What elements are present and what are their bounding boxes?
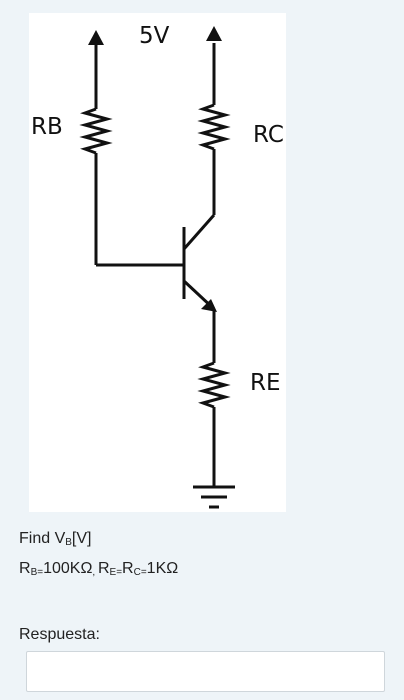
rb-value: 100KΩ — [43, 560, 93, 577]
find-suffix: [V] — [71, 530, 92, 547]
rc-supply-arrow-icon — [206, 26, 222, 41]
question-find-line: Find VB[V] — [19, 528, 178, 558]
rb-supply-arrow-icon — [88, 30, 104, 45]
re-subscript: E= — [109, 567, 123, 578]
answer-label: Respuesta: — [19, 626, 100, 643]
rb-resistor — [79, 107, 113, 155]
question-text: Find VB[V] RB=100KΩ, RE=RC=1KΩ — [19, 528, 178, 588]
supply-label: 5V — [139, 23, 170, 49]
rc-resistor — [197, 103, 231, 151]
answer-input[interactable] — [26, 651, 385, 692]
rb-label: RB — [31, 114, 63, 140]
find-prefix: Find V — [19, 530, 66, 547]
rc-label: RC — [253, 122, 284, 148]
circuit-svg: 5V RB RC RE — [31, 23, 284, 509]
re-main: R — [97, 560, 110, 577]
question-values-line: RB=100KΩ, RE=RC=1KΩ — [19, 558, 178, 588]
emitter-arrow-icon — [201, 299, 217, 312]
rb-subscript: B= — [30, 567, 44, 578]
re-resistor — [197, 361, 231, 409]
collector-lead — [182, 214, 216, 250]
rc-value: 1KΩ — [146, 560, 179, 577]
values-separator: , — [92, 567, 98, 578]
rc-subscript: C= — [133, 567, 147, 578]
rc-main: R — [122, 560, 134, 577]
circuit-diagram: 5V RB RC RE — [29, 13, 286, 512]
rb-main: R — [19, 560, 31, 577]
find-subscript: B — [65, 537, 72, 548]
re-label: RE — [250, 370, 281, 396]
